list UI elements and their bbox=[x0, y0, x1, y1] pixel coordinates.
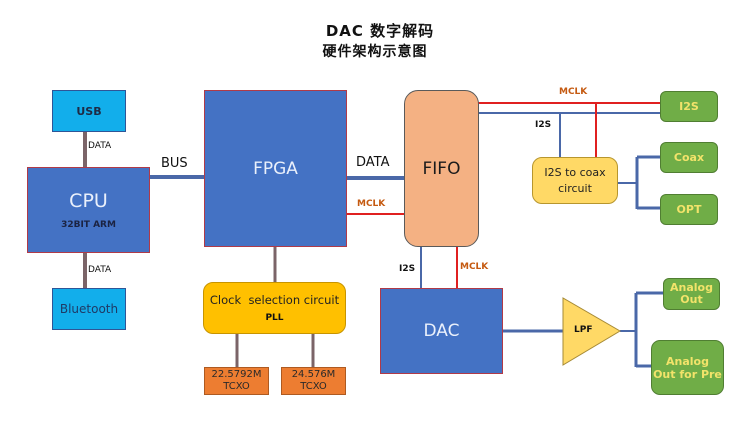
pll-sublabel: PLL bbox=[265, 313, 284, 323]
bus-label: BUS bbox=[161, 156, 188, 171]
pll-label: Clock selection circuit bbox=[209, 293, 340, 307]
fifo-dac-i2s-label: I2S bbox=[399, 264, 416, 274]
cpu-bluetooth-data-label: DATA bbox=[88, 265, 112, 275]
usb-block: USB bbox=[52, 90, 126, 132]
fpga-fifo-mclk-label: MCLK bbox=[357, 199, 386, 209]
fifo-block: FIFO bbox=[404, 90, 479, 247]
analog-out-pre-block: Analog Out for Pre bbox=[651, 340, 724, 395]
usb-label: USB bbox=[76, 104, 102, 118]
output-opt-block: OPT bbox=[660, 194, 718, 225]
tcxo-24m-freq: 24.576M bbox=[291, 369, 336, 380]
bluetooth-block: Bluetooth bbox=[52, 288, 126, 330]
analog-out-line1: Analog bbox=[670, 281, 713, 294]
i2s-to-coax-block: I2S to coax circuit bbox=[532, 157, 618, 204]
pll-block: Clock selection circuit PLL bbox=[203, 282, 346, 334]
tcxo-24m-type: TCXO bbox=[300, 381, 327, 392]
fpga-block: FPGA bbox=[204, 90, 347, 247]
fifo-label: FIFO bbox=[422, 158, 461, 179]
analog-out-block: Analog Out bbox=[663, 278, 720, 310]
tcxo-22m-type: TCXO bbox=[223, 381, 250, 392]
fpga-label: FPGA bbox=[253, 158, 298, 179]
lpf-label: LPF bbox=[574, 325, 593, 335]
lpf-triangle bbox=[562, 297, 621, 366]
bluetooth-label: Bluetooth bbox=[59, 302, 119, 316]
diagram-subtitle: 硬件架构示意图 bbox=[322, 44, 428, 60]
analog-out-pre-line1: Analog bbox=[666, 354, 709, 368]
dac-label: DAC bbox=[423, 321, 460, 341]
tcxo-24m-block: 24.576M TCXO bbox=[281, 367, 346, 395]
dac-block: DAC bbox=[380, 288, 503, 374]
fpga-fifo-data-label: DATA bbox=[356, 155, 390, 170]
output-opt-label: OPT bbox=[676, 203, 702, 216]
fifo-out-i2s-label: I2S bbox=[535, 120, 552, 130]
cpu-block: CPU 32BIT ARM bbox=[27, 167, 150, 253]
cpu-label: CPU bbox=[69, 190, 108, 212]
diagram-title: DAC 数字解码 bbox=[325, 22, 435, 40]
output-coax-label: Coax bbox=[673, 151, 705, 164]
analog-out-pre-line2: Out for Pre bbox=[653, 367, 722, 381]
tcxo-22m-freq: 22.5792M bbox=[211, 369, 262, 380]
tcxo-22m-block: 22.5792M TCXO bbox=[204, 367, 269, 395]
i2s-to-coax-line2: circuit bbox=[558, 182, 592, 195]
output-i2s-label: I2S bbox=[679, 100, 699, 113]
fifo-out-mclk-label: MCLK bbox=[559, 87, 588, 97]
fifo-dac-mclk-label: MCLK bbox=[460, 262, 489, 272]
analog-out-line2: Out bbox=[680, 293, 703, 306]
output-coax-block: Coax bbox=[660, 142, 718, 173]
usb-cpu-data-label: DATA bbox=[88, 141, 112, 151]
output-i2s-block: I2S bbox=[660, 91, 718, 122]
cpu-sublabel: 32BIT ARM bbox=[61, 220, 116, 230]
i2s-to-coax-line1: I2S to coax bbox=[544, 166, 606, 179]
